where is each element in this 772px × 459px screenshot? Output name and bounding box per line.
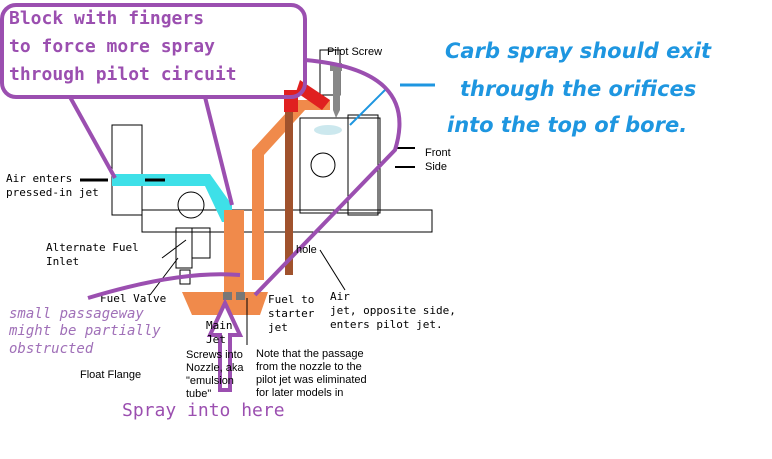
svg-text:for later models in: for later models in xyxy=(256,387,343,399)
svg-text:Carb spray should exit: Carb spray should exit xyxy=(445,39,712,63)
air-enters-label: Air enters xyxy=(6,172,72,185)
emulsion-tube xyxy=(224,210,244,295)
svg-text:to force more spray: to force more spray xyxy=(9,36,215,57)
svg-text:jet, opposite side,: jet, opposite side, xyxy=(330,304,456,317)
callout-block-box xyxy=(0,3,307,99)
svg-text:Jet: Jet xyxy=(206,333,226,346)
svg-text:starter: starter xyxy=(268,307,315,320)
svg-text:obstructed: obstructed xyxy=(9,341,94,357)
svg-text:pilot jet was eliminated: pilot jet was eliminated xyxy=(256,374,367,386)
screws-into-label: Screws into xyxy=(186,349,243,361)
svg-text:"emulsion: "emulsion xyxy=(186,375,234,387)
svg-text:small passageway: small passageway xyxy=(9,306,144,322)
spray-mist xyxy=(314,125,342,135)
fuel-to-starter-label: Fuel to xyxy=(268,293,314,306)
svg-text:through the orifices: through the orifices xyxy=(460,77,696,101)
svg-text:Inlet: Inlet xyxy=(46,255,79,268)
svg-text:Block with fingers: Block with fingers xyxy=(9,8,204,29)
svg-text:Nozzle, aka: Nozzle, aka xyxy=(186,362,244,374)
air-jet-label: Air xyxy=(330,290,350,303)
svg-text:tube": tube" xyxy=(186,388,211,400)
svg-text:into the top of bore.: into the top of bore. xyxy=(447,113,687,137)
svg-text:through pilot circuit: through pilot circuit xyxy=(9,64,237,85)
air-passage xyxy=(112,174,232,222)
note-text: Note that the passage xyxy=(256,348,364,360)
hole-label: hole xyxy=(296,244,317,256)
svg-text:from the nozzle to the: from the nozzle to the xyxy=(256,361,362,373)
svg-text:might be partially: might be partially xyxy=(8,323,161,339)
svg-text:enters pilot jet.: enters pilot jet. xyxy=(330,318,443,331)
main-jet-label: Main xyxy=(206,319,233,332)
fuel-valve-label: Fuel Valve xyxy=(100,292,166,305)
svg-text:pressed-in jet: pressed-in jet xyxy=(6,186,99,199)
pilot-screw-label: Pilot Screw xyxy=(327,46,382,58)
spray-up-arrow xyxy=(206,298,244,392)
spray-pointer-arrow xyxy=(349,89,386,126)
spray-into-here-label: Spray into here xyxy=(122,400,285,421)
svg-text:jet: jet xyxy=(268,321,288,334)
starter-jet-tube xyxy=(285,95,293,275)
callout-spray-text: Carb spray should exit through the orifi… xyxy=(445,39,712,137)
pilot-screw xyxy=(333,71,340,118)
callout-pointer xyxy=(253,58,402,297)
pilot-screw-head xyxy=(330,63,342,71)
pilot-passage xyxy=(252,100,330,280)
front-label: Front xyxy=(425,147,451,159)
alternate-fuel-label: Alternate Fuel xyxy=(46,241,139,254)
side-label: Side xyxy=(425,161,447,173)
small-passage-annotation: small passageway might be partially obst… xyxy=(8,306,161,357)
callout-block-text: Block with fingers to force more spray t… xyxy=(9,8,237,85)
float-flange-label: Float Flange xyxy=(80,369,141,381)
